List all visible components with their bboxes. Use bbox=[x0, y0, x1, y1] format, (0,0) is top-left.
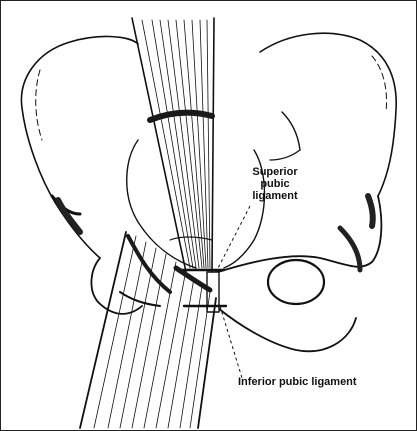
superior-label-line1: Superior bbox=[240, 166, 310, 178]
obturator-foramen-right bbox=[268, 260, 324, 304]
leader-lines bbox=[216, 206, 250, 378]
superior-ligament-leader bbox=[216, 206, 250, 272]
superior-label-line3: ligament bbox=[240, 190, 310, 202]
left-iliac-wing bbox=[21, 36, 138, 258]
adductor-muscle-band bbox=[80, 232, 216, 428]
superior-pubic-ligament-label: Superior pubic ligament bbox=[240, 166, 310, 202]
inferior-pubic-ligament-label: Inferior pubic ligament bbox=[238, 376, 357, 388]
rectus-abdominis-muscle bbox=[132, 18, 214, 272]
superior-label-line2: pubic bbox=[240, 178, 310, 190]
inferior-ligament-leader bbox=[220, 306, 242, 378]
